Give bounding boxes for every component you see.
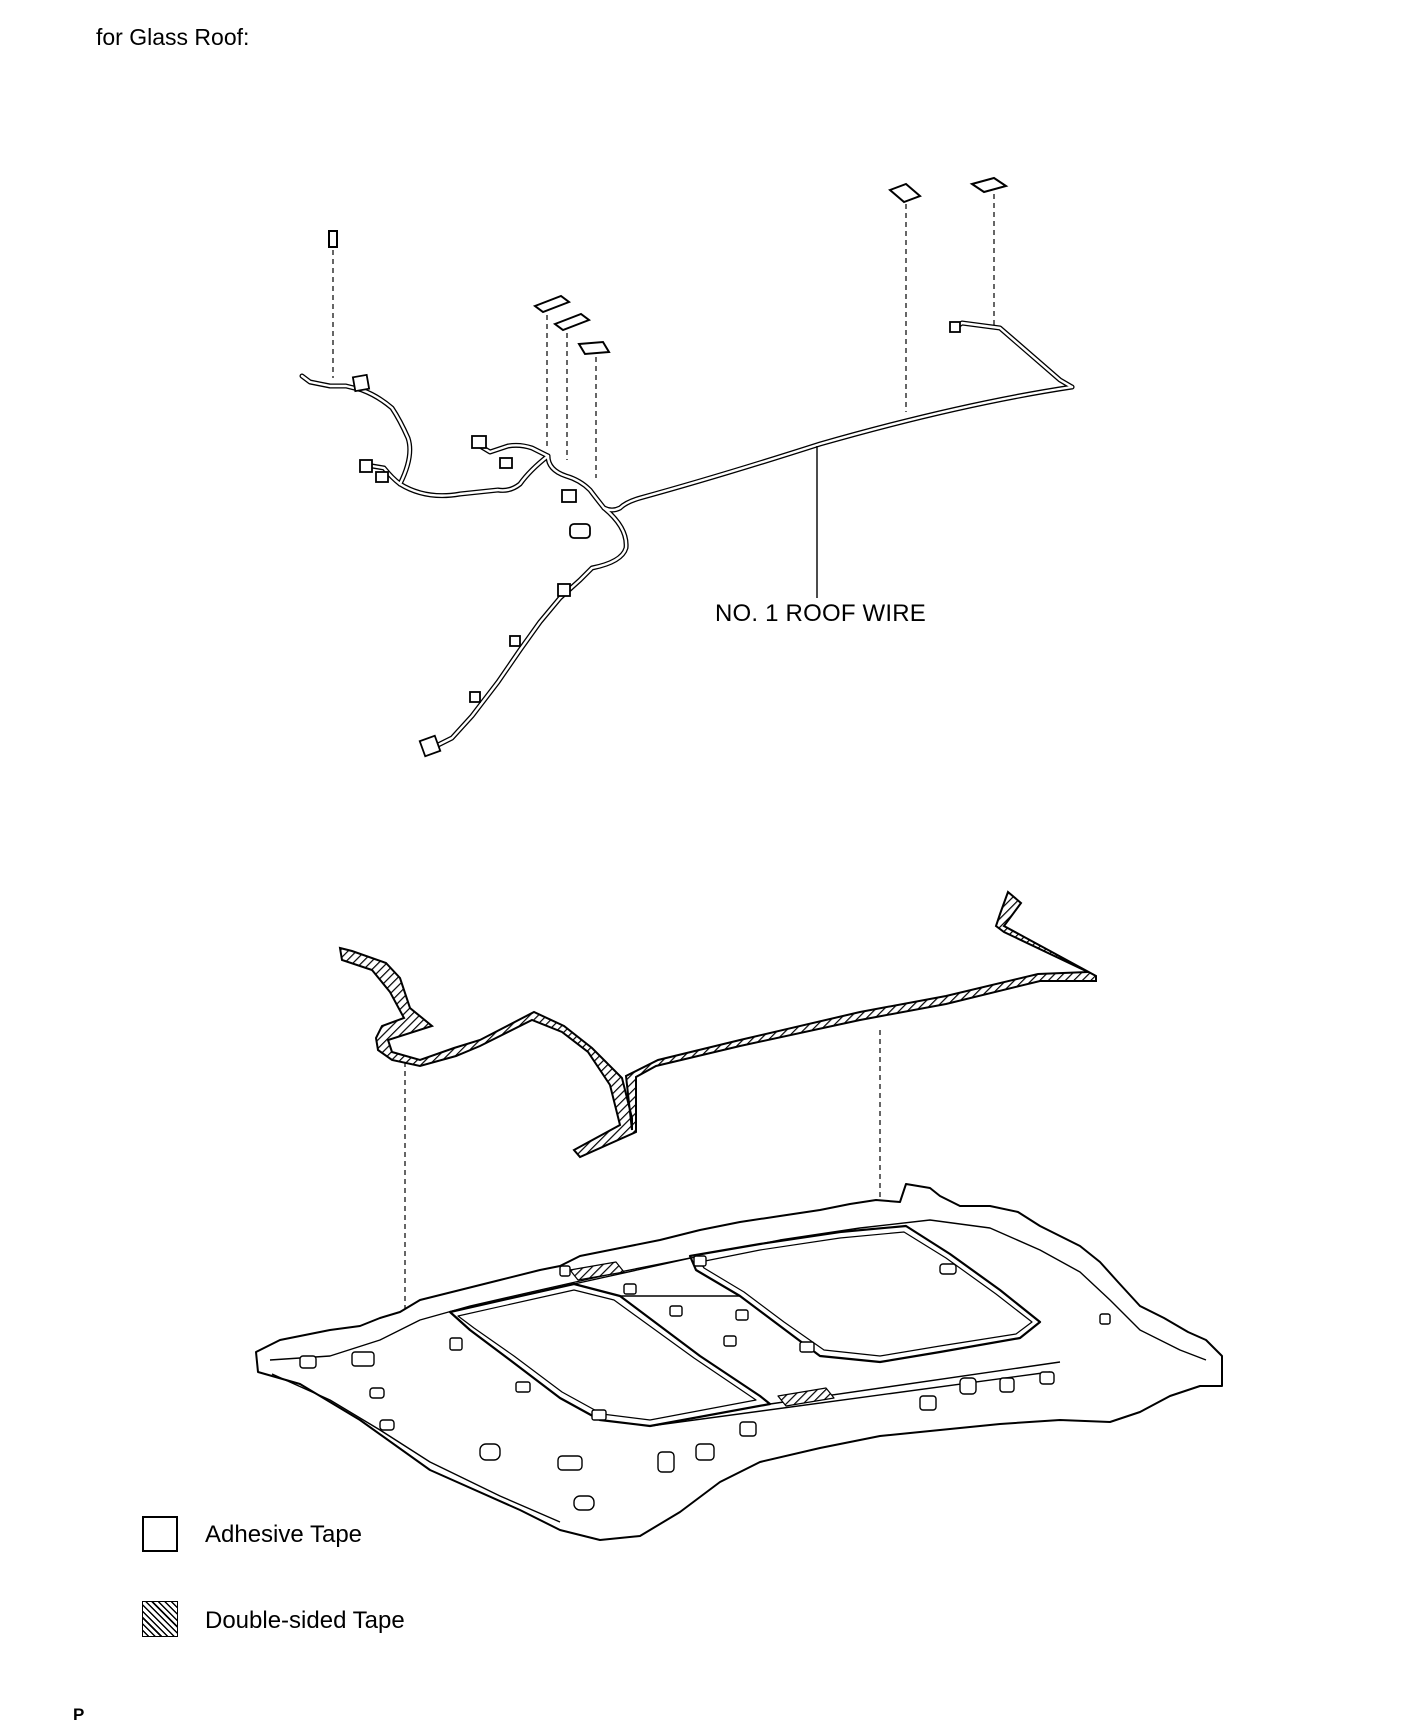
wire-connector <box>375 471 389 483</box>
diagram-title: for Glass Roof: <box>96 24 250 50</box>
wire-connector <box>471 435 487 449</box>
wire-connector <box>359 459 373 473</box>
wire-connector <box>949 321 961 333</box>
double-sided-tape-swatch <box>142 1601 178 1637</box>
roof-headliner <box>255 1183 1223 1541</box>
wire-connector <box>569 523 591 539</box>
tape-leader-lines <box>332 194 995 478</box>
wire-connector <box>499 457 513 469</box>
page-mark: P <box>73 1705 85 1724</box>
adhesive-tape-pieces <box>328 176 1009 356</box>
roof-wire-harness <box>299 320 1075 758</box>
double-sided-tape-legend-label: Double-sided Tape <box>205 1607 405 1634</box>
double-sided-tape-strip <box>338 890 1097 1159</box>
roof-wire-label: NO. 1 ROOF WIRE <box>715 600 927 627</box>
adhesive-tape-piece <box>888 182 922 204</box>
wire-connector <box>418 734 442 758</box>
wire-connector <box>557 583 571 597</box>
adhesive-tape-piece <box>969 176 1009 194</box>
adhesive-tape-legend-label: Adhesive Tape <box>205 1521 363 1548</box>
adhesive-tape-piece <box>328 230 338 248</box>
adhesive-tape-piece <box>552 312 592 332</box>
wire-connector <box>561 489 577 503</box>
wire-connector <box>469 691 481 703</box>
wire-connector <box>509 635 521 647</box>
adhesive-tape-piece <box>577 340 611 356</box>
adhesive-tape-swatch <box>142 1516 178 1552</box>
adhesive-tape-piece <box>532 294 572 314</box>
wire-connector <box>351 373 371 393</box>
